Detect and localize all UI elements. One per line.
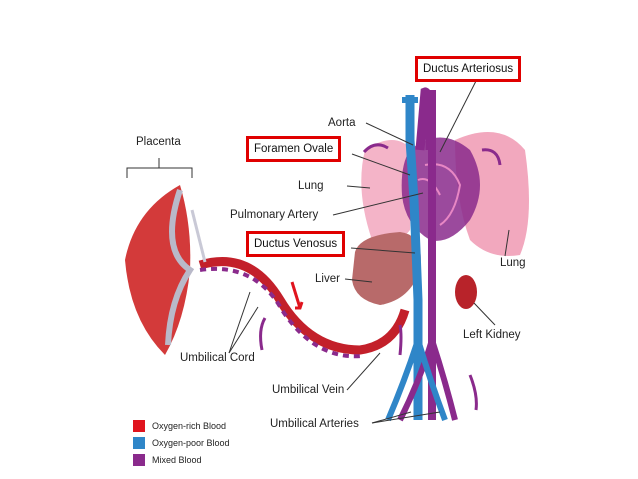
legend-swatch-oxygen-rich <box>133 419 145 432</box>
legend-label-oxygen-poor: Oxygen-poor Blood <box>152 437 230 448</box>
label-pulmonary-artery: Pulmonary Artery <box>230 209 319 221</box>
vena-cava <box>405 95 423 420</box>
legend-label-mixed: Mixed Blood <box>152 454 202 465</box>
label-left-kidney: Left Kidney <box>463 329 521 341</box>
highlight-ductus-venosus: Ductus Venosus <box>246 231 346 257</box>
liver <box>352 232 421 305</box>
left-kidney <box>455 275 477 309</box>
heart <box>401 137 480 241</box>
label-umbilical-arteries: Umbilical Arteries <box>270 418 359 430</box>
label-liver: Liver <box>315 273 340 285</box>
label-umbilical-cord: Umbilical Cord <box>180 352 255 364</box>
placenta <box>125 185 191 355</box>
label-placenta: Placenta <box>136 136 181 148</box>
highlight-foramen-ovale: Foramen Ovale <box>246 136 342 162</box>
label-lung-left: Lung <box>298 180 324 192</box>
label-lung-right: Lung <box>500 257 526 269</box>
legend-swatch-mixed <box>133 453 145 466</box>
label-umbilical-vein: Umbilical Vein <box>272 384 345 396</box>
left-lung <box>361 140 412 244</box>
umbilical-cord <box>198 257 410 355</box>
highlight-ductus-arteriosus: Ductus Arteriosus <box>415 56 522 82</box>
label-aorta: Aorta <box>328 117 356 129</box>
legend-item-oxygen-poor: Oxygen-poor Blood <box>133 434 230 451</box>
legend-item-mixed: Mixed Blood <box>133 451 230 468</box>
legend: Oxygen-rich Blood Oxygen-poor Blood Mixe… <box>133 417 230 468</box>
legend-item-oxygen-rich: Oxygen-rich Blood <box>133 417 230 434</box>
legend-swatch-oxygen-poor <box>133 436 145 449</box>
legend-label-oxygen-rich: Oxygen-rich Blood <box>152 420 227 431</box>
